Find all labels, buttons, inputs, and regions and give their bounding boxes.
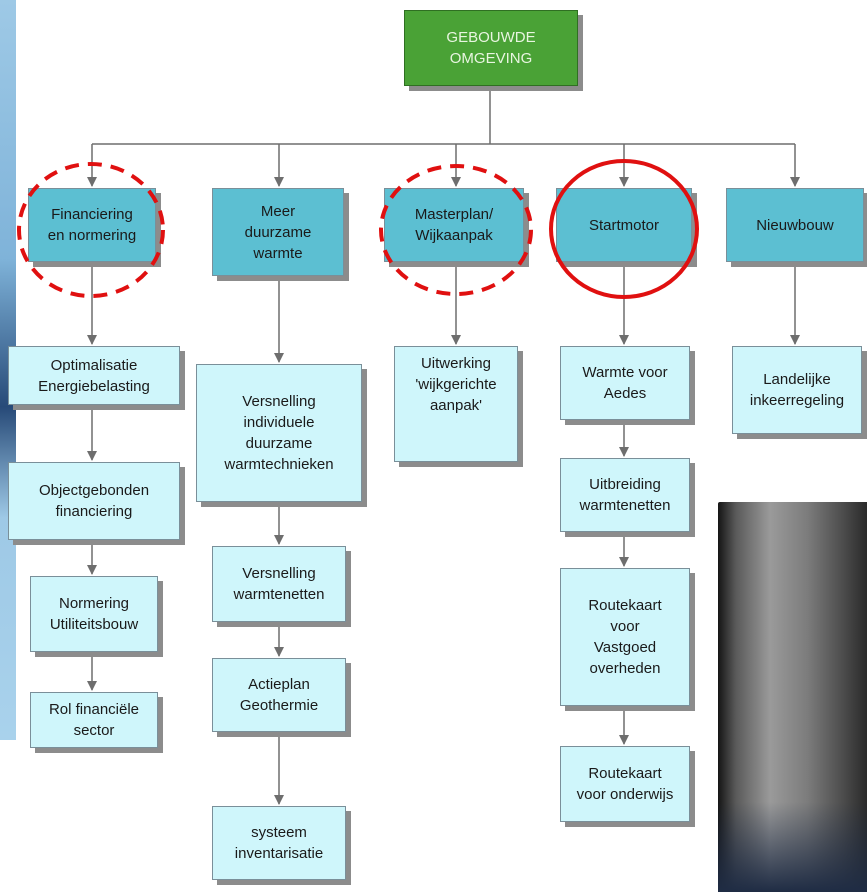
- task-objectgebonden: Objectgebonden financiering: [8, 462, 180, 540]
- task-normering: Normering Utiliteitsbouw: [30, 576, 158, 652]
- task-systeem-inventarisatie: systeem inventarisatie: [212, 806, 346, 880]
- highlight-financiering: [17, 162, 165, 298]
- task-optimalisatie: Optimalisatie Energiebelasting: [8, 346, 180, 405]
- task-versnelling-warmtenetten: Versnelling warmtenetten: [212, 546, 346, 622]
- highlight-startmotor: [549, 159, 699, 299]
- highlight-masterplan: [379, 164, 533, 296]
- category-duurzame-warmte: Meer duurzame warmte: [212, 188, 344, 276]
- task-uitwerking: Uitwerking 'wijkgerichte aanpak': [394, 346, 518, 462]
- task-versnelling-individuele: Versnelling individuele duurzame warmtec…: [196, 364, 362, 502]
- root-node: GEBOUWDE OMGEVING: [404, 10, 578, 86]
- category-nieuwbouw: Nieuwbouw: [726, 188, 864, 262]
- task-landelijke-inkeerregeling: Landelijke inkeerregeling: [732, 346, 862, 434]
- task-actieplan-geothermie: Actieplan Geothermie: [212, 658, 346, 732]
- category-startmotor: Startmotor: [556, 188, 692, 262]
- background-photo-right: [718, 502, 867, 892]
- category-financiering: Financiering en normering: [28, 188, 156, 262]
- task-warmte-voor-aedes: Warmte voor Aedes: [560, 346, 690, 420]
- task-rol-financiele-sector: Rol financiële sector: [30, 692, 158, 748]
- task-routekaart-vastgoed: Routekaart voor Vastgoed overheden: [560, 568, 690, 706]
- task-routekaart-onderwijs: Routekaart voor onderwijs: [560, 746, 690, 822]
- task-uitbreiding-warmtenetten: Uitbreiding warmtenetten: [560, 458, 690, 532]
- category-masterplan: Masterplan/ Wijkaanpak: [384, 188, 524, 262]
